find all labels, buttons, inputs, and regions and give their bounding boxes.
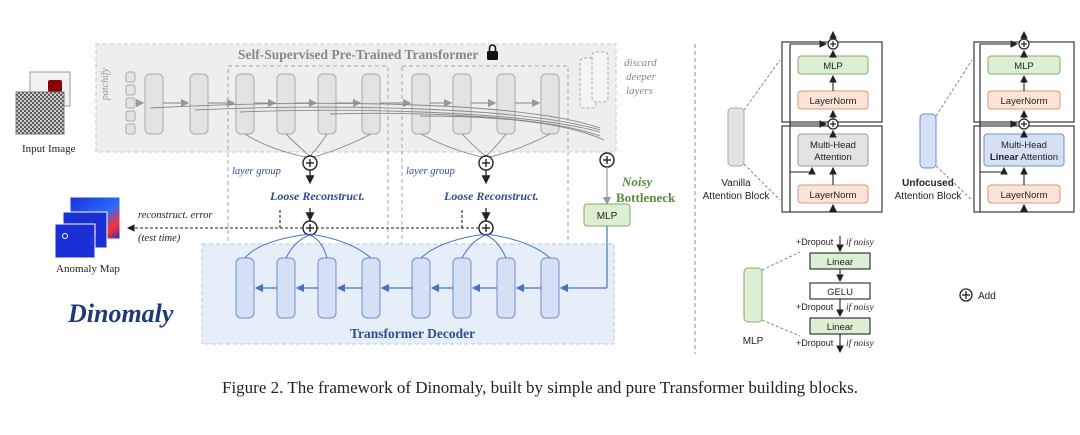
vanilla-layernorm-label: LayerNorm [810, 190, 857, 201]
decoder-curves [244, 233, 551, 259]
unfocused-block-icon [919, 113, 937, 169]
lock-icon [487, 44, 498, 60]
vanilla-block-icon [727, 107, 745, 167]
noisy-bottleneck-label: Bottleneck [616, 190, 676, 205]
unfocused-mla-label: Multi-Head [1001, 140, 1047, 151]
mlp-icon-label: MLP [743, 336, 764, 347]
unfocused-block [973, 41, 1075, 213]
add-legend-icon [959, 288, 973, 302]
vanilla-arrows [789, 30, 837, 212]
bottleneck-mlp-label: MLP [597, 211, 618, 222]
vanilla-label: Attention Block [703, 191, 771, 202]
figure-caption: Figure 2. The framework of Dinomaly, bui… [222, 378, 858, 397]
layer-group-label: layer group [406, 166, 455, 177]
noisy-bottleneck-label: Noisy [621, 174, 653, 189]
loose-reconstruct-label: Loose Reconstruct. [443, 189, 539, 203]
decoder-blocks [235, 257, 560, 319]
unfocused-layernorm-label: LayerNorm [1001, 96, 1048, 107]
vanilla-layernorm-label: LayerNorm [810, 96, 857, 107]
vanilla-mha-label: Attention [814, 152, 852, 163]
patch-tokens [125, 71, 136, 135]
error-label: reconstruct. error [138, 210, 213, 221]
input-image [15, 71, 71, 135]
encoder-title: Self-Supervised Pre-Trained Transformer [238, 47, 478, 62]
vanilla-mha-label: Multi-Head [810, 140, 856, 151]
layer-group-label: layer group [232, 166, 281, 177]
unfocused-zoom-lines [935, 59, 973, 201]
vanilla-zoom-lines [743, 59, 781, 201]
error-lines [126, 210, 479, 232]
unfocused-mlp-label: MLP [1014, 61, 1034, 72]
feature-curves [149, 102, 605, 159]
add-node-cross [306, 156, 611, 232]
unfocused-mla-label: Linear Attention [990, 152, 1058, 163]
decoder-title: Transformer Decoder [350, 326, 475, 341]
mlp-linear-label: Linear [827, 257, 853, 268]
if-noisy-label: if noisy [846, 302, 874, 313]
dropout-label: +Dropout [796, 338, 834, 348]
vanilla-label: Vanilla [721, 178, 751, 189]
vanilla-block [781, 41, 883, 213]
discarded-layers [579, 51, 609, 109]
dinomaly-logo: Dinomaly [67, 299, 174, 328]
unfocused-add-cross [1021, 41, 1027, 127]
encoder-panel [95, 43, 617, 153]
if-noisy-label: if noisy [846, 338, 874, 349]
loose-reconstruct-label: Loose Reconstruct. [269, 189, 365, 203]
mlp-zoom-lines [761, 251, 801, 337]
group-arrows [305, 170, 491, 222]
mlp-gelu-label: GELU [827, 287, 853, 298]
vanilla-mlp-label: MLP [823, 61, 843, 72]
patchify-label: patchify [100, 67, 111, 101]
anomaly-map-image [54, 196, 121, 259]
if-noisy-label: if noisy [846, 237, 874, 248]
dropout-label: +Dropout [796, 237, 834, 247]
dropout-label: +Dropout [796, 302, 834, 312]
anomaly-map-label: Anomaly Map [56, 263, 120, 275]
unfocused-layernorm-label: LayerNorm [1001, 190, 1048, 201]
discard-label: discard [624, 57, 657, 69]
unfocused-label: Attention Block [895, 191, 963, 202]
discard-label: layers [626, 85, 653, 97]
discard-label: deeper [626, 71, 657, 83]
layer-group-box [401, 65, 569, 313]
unfocused-label: Unfocused [902, 178, 954, 189]
unfocused-arrows [979, 30, 1028, 212]
mlp-block-icon [743, 267, 763, 323]
add-legend-label: Add [978, 291, 996, 302]
error-label: (test time) [138, 233, 181, 244]
vanilla-add-cross [830, 41, 836, 127]
input-image-label: Input Image [22, 143, 76, 155]
mlp-linear-label: Linear [827, 322, 853, 333]
